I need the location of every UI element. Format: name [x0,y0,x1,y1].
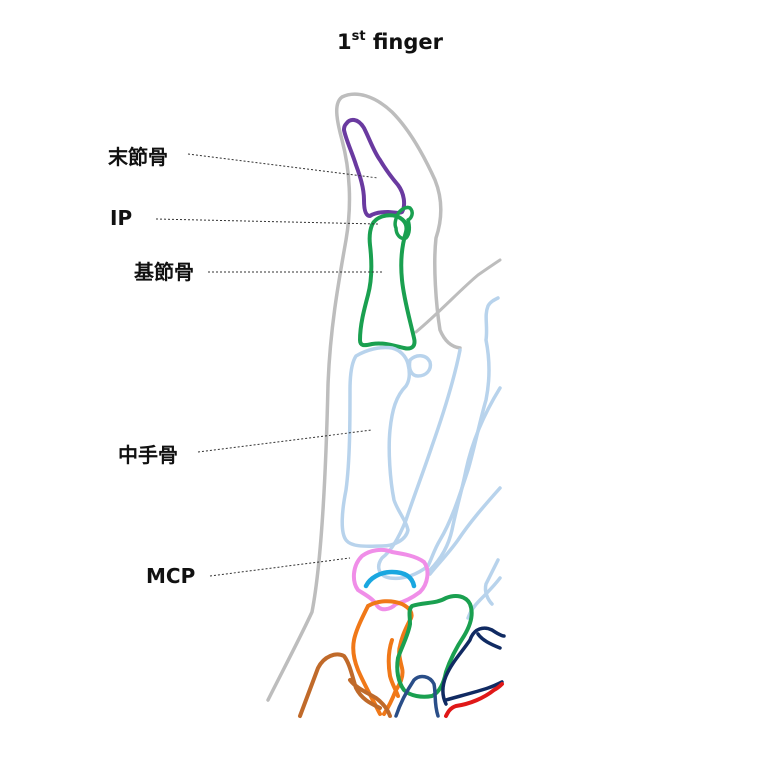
hamate-bone [441,626,506,706]
distal-phalanx-bone [342,117,407,218]
title-suffix: st [351,29,366,44]
metacarpal-bones [340,296,502,620]
leader-line-ip [155,218,379,225]
label-mcp-joint: MCP [146,564,196,588]
scaphoid-bone [298,652,392,718]
skin-outline [266,92,462,702]
trapezium-bone [351,599,414,716]
second-metacarpal-bone [376,296,500,581]
figure-title: 1st finger [0,29,780,54]
third-metacarpal-bone [428,386,502,572]
label-proximal-phalanx: 基節骨 [134,260,194,284]
mcp-cartilage [363,569,417,589]
sesamoid-bone [351,547,430,612]
title-number: 1 [336,30,352,54]
title-word: finger [365,30,444,54]
proximal-phalanx-bone [358,213,417,351]
label-ip-joint: IP [110,206,133,230]
first-metacarpal-bone [340,345,412,548]
label-metacarpal: 中手骨 [118,443,178,467]
fourth-metacarpal-bone [428,486,502,576]
leader-lines [155,153,384,577]
radius-edge [444,682,504,718]
skin-outline-dorsal [414,258,502,334]
sesamoid-knob [407,354,433,378]
trapezoid-bone [395,594,474,699]
label-distal-phalanx: 末節骨 [108,145,168,169]
capitate-bone [394,674,440,718]
ip-joint-knob [393,205,414,241]
leader-line-metacarpal [197,429,373,453]
leader-line-mcp [209,557,351,577]
